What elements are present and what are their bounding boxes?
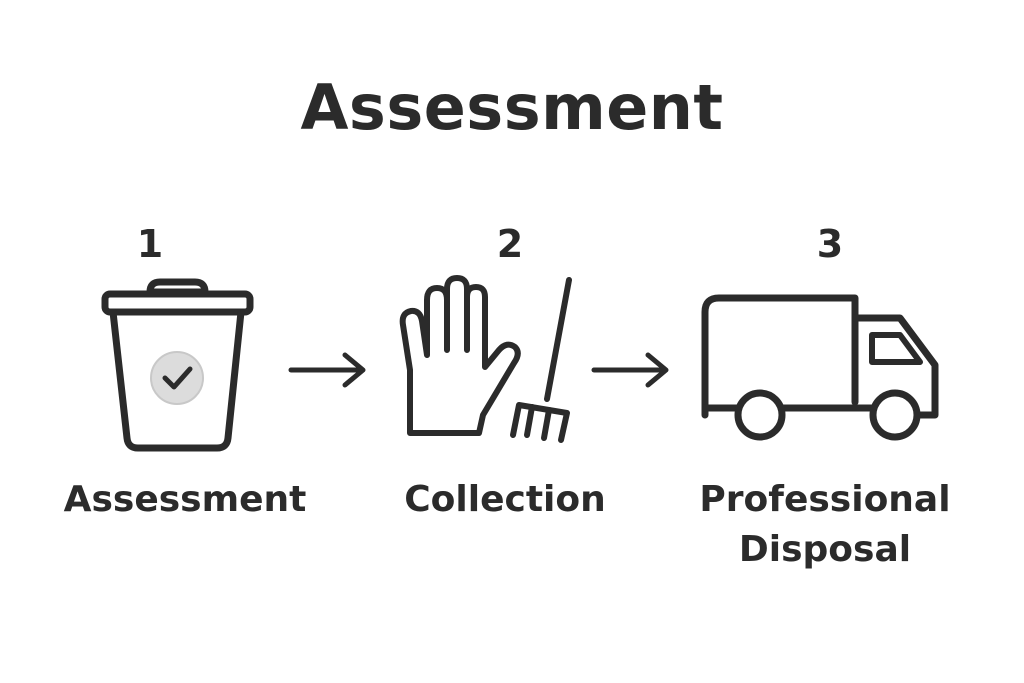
step-2-number: 2 <box>496 222 524 266</box>
arrow-right-icon <box>288 352 366 388</box>
arrow-right-icon <box>591 352 669 388</box>
truck-icon <box>701 294 939 441</box>
trash-bin-check-icon <box>101 278 254 452</box>
step-1-number: 1 <box>136 222 164 266</box>
step-2-label: Collection <box>404 479 606 520</box>
glove-pitchfork-icon <box>399 275 572 443</box>
step-3-label: Professional Disposal <box>699 479 951 570</box>
step-1-label: Assessment <box>63 479 307 520</box>
diagram-title: Assessment <box>300 71 724 144</box>
step-3-number: 3 <box>816 222 844 266</box>
